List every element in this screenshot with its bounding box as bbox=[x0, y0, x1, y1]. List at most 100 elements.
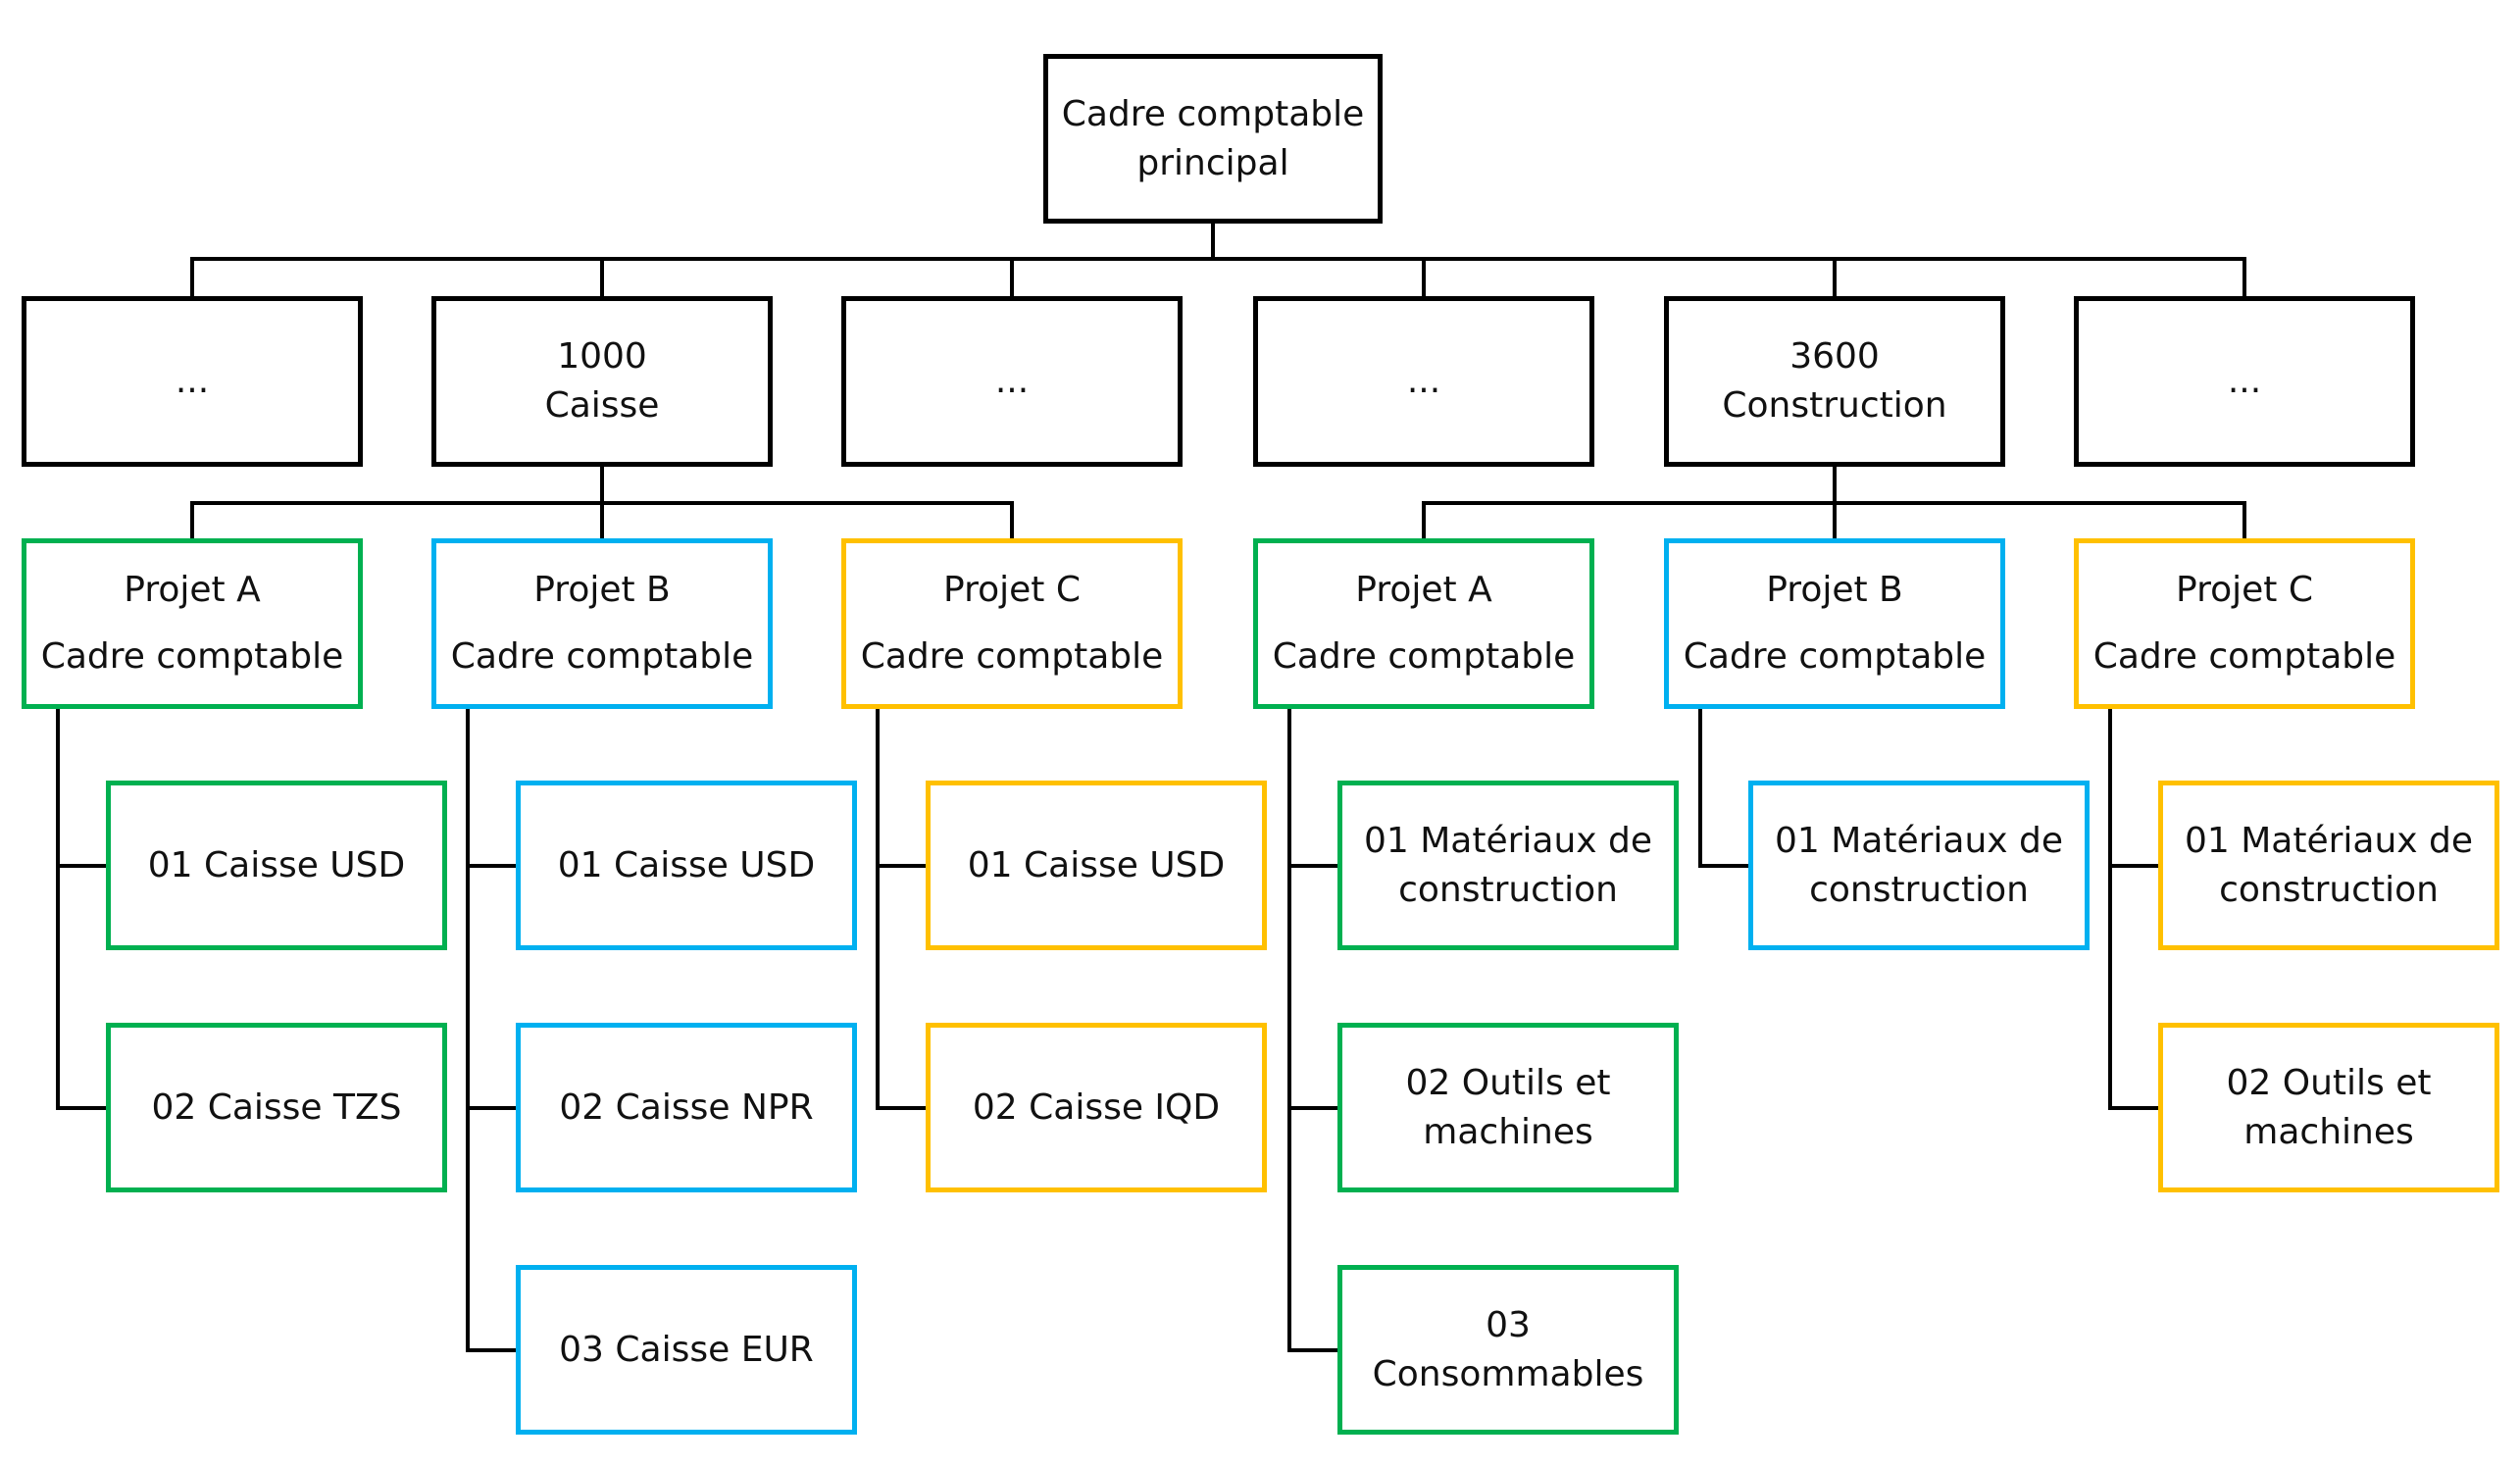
account-connector bbox=[1833, 259, 1837, 296]
root-node-label: Cadre comptable bbox=[1061, 93, 1365, 134]
child-connector bbox=[2110, 1105, 2158, 1110]
child-connector bbox=[468, 863, 516, 868]
child-connector bbox=[878, 1105, 926, 1110]
account-connector bbox=[1422, 259, 1426, 296]
project-b-3600-node[interactable]: Projet B Cadre comptable bbox=[1664, 538, 2005, 709]
sub-account-node[interactable]: 01 Caisse USD bbox=[516, 781, 857, 950]
accounts-bus-line bbox=[190, 257, 2246, 261]
project-b-3600-node-label: Projet B bbox=[1766, 570, 1903, 610]
sub-account-node-label: 01 Matériaux de bbox=[2184, 820, 2474, 861]
account-connector bbox=[1010, 259, 1014, 296]
sub-account-node[interactable]: 02 Outils et machines bbox=[1337, 1023, 1679, 1192]
root-node-label: principal bbox=[1136, 142, 1289, 183]
account-placeholder-node-label: ... bbox=[2227, 361, 2262, 401]
project-b-1000-node-label: Cadre comptable bbox=[450, 636, 754, 677]
sub-account-node[interactable]: 01 Matériaux de construction bbox=[1748, 781, 2090, 950]
account-placeholder-node-label: ... bbox=[1406, 361, 1441, 401]
account-placeholder-node-label: ... bbox=[175, 361, 210, 401]
account-placeholder-node-label: ... bbox=[994, 361, 1030, 401]
project-connector bbox=[1010, 503, 1014, 538]
child-connector bbox=[468, 1105, 516, 1110]
project-a-1000-node-label: Projet A bbox=[124, 570, 261, 610]
child-connector bbox=[1700, 863, 1748, 868]
sub-account-node[interactable]: 01 Matériaux de construction bbox=[1337, 781, 1679, 950]
child-connector bbox=[1289, 1347, 1337, 1352]
child-connector bbox=[878, 863, 926, 868]
sub-account-node-label: 02 Outils et bbox=[2226, 1062, 2432, 1103]
project-c-1000-node-label: Projet C bbox=[943, 570, 1081, 610]
child-connector bbox=[58, 1105, 106, 1110]
account-1000-node-label: 1000 bbox=[557, 336, 647, 377]
children-spine-line bbox=[466, 709, 470, 1352]
sub-account-node-label: 01 Matériaux de bbox=[1363, 820, 1653, 861]
sub-account-node-label: machines bbox=[2243, 1111, 2414, 1152]
project-a-1000-node[interactable]: Projet A Cadre comptable bbox=[22, 538, 363, 709]
child-connector bbox=[1289, 863, 1337, 868]
sub-account-node-label: machines bbox=[1423, 1111, 1593, 1152]
sub-account-node-label: 01 Caisse USD bbox=[557, 844, 816, 885]
sub-account-node[interactable]: 01 Matériaux de construction bbox=[2158, 781, 2499, 950]
sub-account-node-label: construction bbox=[2219, 869, 2439, 910]
project-connector bbox=[190, 503, 194, 538]
project-b-1000-node[interactable]: Projet B Cadre comptable bbox=[431, 538, 773, 709]
sub-account-node-label: 03 bbox=[1486, 1304, 1531, 1345]
project-connector bbox=[1422, 503, 1426, 538]
children-spine-line bbox=[1698, 709, 1702, 868]
sub-account-node[interactable]: 01 Caisse USD bbox=[106, 781, 447, 950]
sub-account-node-label: 02 Caisse TZS bbox=[151, 1086, 402, 1128]
project-a-3600-node-label: Cadre comptable bbox=[1272, 636, 1576, 677]
account-3600-node-label: Construction bbox=[1722, 385, 1947, 426]
root-connector bbox=[1211, 224, 1215, 259]
children-spine-line bbox=[2108, 709, 2112, 1110]
sub-account-node-label: construction bbox=[1398, 869, 1618, 910]
project-connector bbox=[2243, 503, 2246, 538]
project-connector bbox=[1833, 503, 1837, 538]
account-placeholder-node[interactable]: ... bbox=[22, 296, 363, 467]
project-a-3600-node-label: Projet A bbox=[1355, 570, 1492, 610]
sub-account-node[interactable]: 01 Caisse USD bbox=[926, 781, 1267, 950]
project-c-3600-node[interactable]: Projet C Cadre comptable bbox=[2074, 538, 2415, 709]
project-c-1000-node-label: Cadre comptable bbox=[860, 636, 1164, 677]
sub-account-node[interactable]: 02 Outils et machines bbox=[2158, 1023, 2499, 1192]
account-placeholder-node[interactable]: ... bbox=[1253, 296, 1594, 467]
account-connector bbox=[2243, 259, 2246, 296]
children-spine-line bbox=[876, 709, 880, 1110]
child-connector bbox=[2110, 863, 2158, 868]
sub-account-node-label: 01 Matériaux de bbox=[1774, 820, 2064, 861]
sub-account-node[interactable]: 03 Caisse EUR bbox=[516, 1265, 857, 1435]
account-connector bbox=[190, 259, 194, 296]
sub-account-node-label: 02 Caisse NPR bbox=[559, 1086, 814, 1128]
child-connector bbox=[1289, 1105, 1337, 1110]
account-placeholder-node[interactable]: ... bbox=[841, 296, 1183, 467]
sub-account-node-label: 01 Caisse USD bbox=[147, 844, 406, 885]
project-connector-trunk bbox=[600, 467, 604, 503]
sub-account-node-label: 02 Caisse IQD bbox=[972, 1086, 1221, 1128]
sub-account-node[interactable]: 02 Caisse NPR bbox=[516, 1023, 857, 1192]
project-a-1000-node-label: Cadre comptable bbox=[40, 636, 344, 677]
project-c-3600-node-label: Cadre comptable bbox=[2092, 636, 2396, 677]
child-connector bbox=[468, 1347, 516, 1352]
project-connector bbox=[600, 503, 604, 538]
sub-account-node[interactable]: 02 Caisse TZS bbox=[106, 1023, 447, 1192]
sub-account-node-label: Consommables bbox=[1372, 1353, 1644, 1394]
sub-account-node-label: 02 Outils et bbox=[1405, 1062, 1611, 1103]
child-connector bbox=[58, 863, 106, 868]
project-c-1000-node[interactable]: Projet C Cadre comptable bbox=[841, 538, 1183, 709]
children-spine-line bbox=[56, 709, 60, 1110]
project-b-3600-node-label: Cadre comptable bbox=[1683, 636, 1987, 677]
root-node[interactable]: Cadre comptable principal bbox=[1043, 54, 1383, 224]
project-c-3600-node-label: Projet C bbox=[2176, 570, 2313, 610]
sub-account-node[interactable]: 02 Caisse IQD bbox=[926, 1023, 1267, 1192]
project-b-1000-node-label: Projet B bbox=[533, 570, 671, 610]
account-placeholder-node[interactable]: ... bbox=[2074, 296, 2415, 467]
children-spine-line bbox=[1287, 709, 1291, 1352]
account-connector bbox=[600, 259, 604, 296]
sub-account-node-label: construction bbox=[1809, 869, 2029, 910]
project-a-3600-node[interactable]: Projet A Cadre comptable bbox=[1253, 538, 1594, 709]
sub-account-node-label: 03 Caisse EUR bbox=[559, 1329, 814, 1370]
account-1000-node-label: Caisse bbox=[544, 385, 660, 426]
